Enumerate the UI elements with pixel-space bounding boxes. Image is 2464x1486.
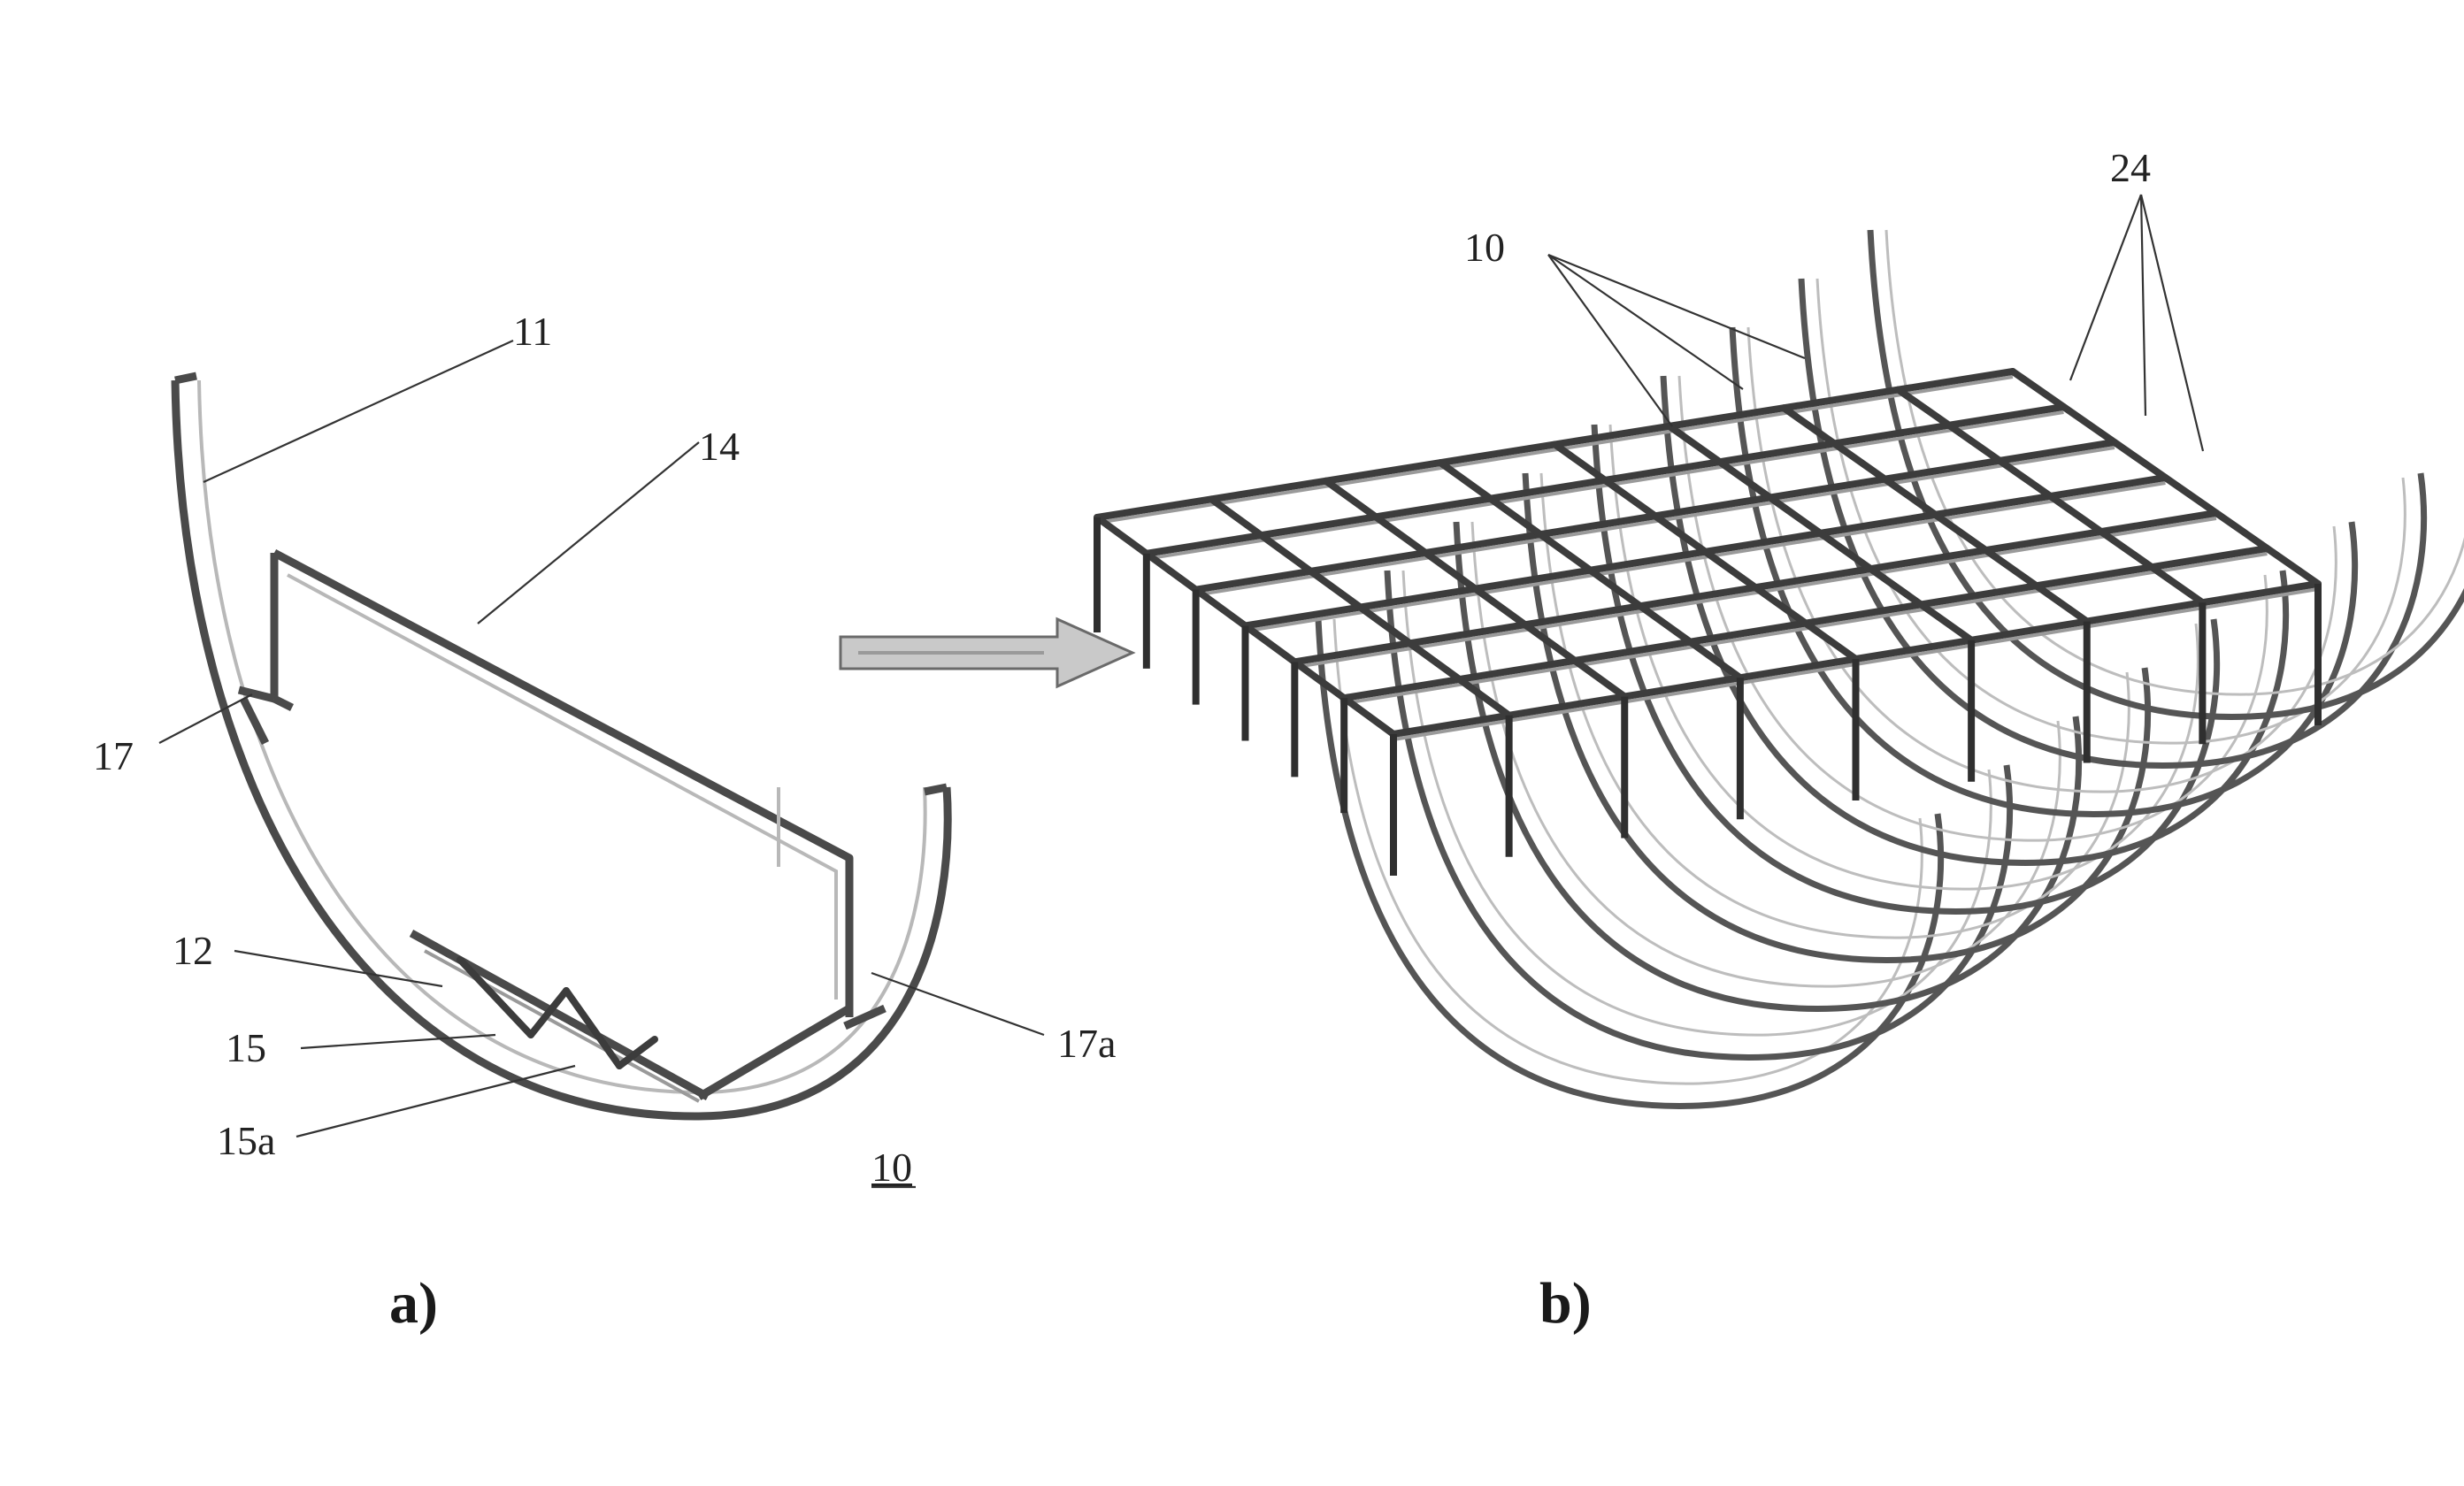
caption-b: b) — [1539, 1271, 1592, 1336]
leader-24-c — [2139, 194, 2205, 452]
hull-frame-rib — [1591, 424, 2221, 915]
leader-15 — [300, 1033, 496, 1050]
transverse-beam — [1665, 422, 1976, 644]
bracket-17 — [237, 686, 276, 746]
label-10-frames: 10 — [1464, 225, 1505, 270]
transverse-beam — [1894, 386, 2207, 607]
transverse-beam — [1437, 459, 1744, 682]
longitudinal-girder-highlight — [1343, 552, 2268, 706]
hull-frame-rib-highlight — [1815, 278, 2406, 745]
transition-arrow — [839, 617, 1136, 689]
hull-frame-11 — [171, 372, 952, 1121]
longitudinal-girder-highlight — [1294, 517, 2217, 670]
longitudinal-girder-highlight — [1245, 481, 2166, 633]
deck-grid — [1094, 368, 2322, 876]
leader-15a — [296, 1064, 576, 1138]
hull-frame-rib — [1660, 375, 2290, 866]
hull-frame — [1453, 521, 2083, 1012]
hull-frame-rib — [1453, 521, 2083, 1012]
panel-b: 10 24 b) — [1094, 145, 2464, 1336]
label-24-girders: 24 — [2110, 145, 2151, 190]
hull-frame — [1591, 424, 2221, 915]
label-11: 11 — [513, 309, 552, 354]
longitudinal-girder-highlight — [1195, 446, 2115, 597]
leader-24-b — [2139, 194, 2147, 417]
leader-10-c — [1547, 253, 1806, 360]
hull-frame-rib-highlight — [1608, 424, 2199, 891]
panel-a: 11 14 17 12 15 15a 17a 10 a) — [93, 309, 1116, 1336]
leader-12 — [234, 949, 443, 988]
transverse-beam — [1780, 404, 2091, 625]
leader-10-a — [1547, 254, 1673, 427]
hull-frame-rib — [1522, 472, 2152, 963]
transverse-beam — [1322, 477, 1629, 701]
hull-frame — [1660, 375, 2290, 866]
caption-a: a) — [389, 1271, 438, 1336]
transverse-beam — [1208, 495, 1513, 719]
label-14: 14 — [699, 424, 740, 469]
longitudinal-girder-highlight — [1096, 375, 2014, 525]
longitudinal-girder-highlight — [1146, 410, 2064, 561]
deck-plate-14 — [270, 549, 854, 1100]
hull-frame-rib — [1384, 570, 2014, 1061]
hull-frame — [1315, 618, 1945, 1109]
hull-frame-rib-highlight — [1470, 521, 2061, 988]
leader-17a — [871, 971, 1045, 1037]
hull-frame-rib-highlight — [1677, 375, 2268, 842]
hull-frame-rib-highlight — [1332, 618, 1923, 1085]
leader-14 — [477, 441, 700, 624]
label-10-assembly: 10 — [871, 1145, 912, 1190]
bottom-truss — [409, 930, 710, 1103]
label-12: 12 — [173, 928, 213, 973]
leader-24-a — [2069, 194, 2143, 381]
leader-11 — [203, 339, 514, 484]
leader-10-b — [1547, 254, 1744, 390]
label-15: 15 — [226, 1025, 266, 1070]
hull-frame-rib-highlight — [1539, 472, 2130, 939]
label-17a: 17a — [1057, 1021, 1116, 1066]
transverse-beam — [1551, 440, 1860, 663]
leader-17 — [158, 693, 253, 744]
bracket-17a — [843, 1004, 887, 1030]
hull-frames-10 — [1315, 229, 2464, 1109]
hull-frame-rib — [1867, 229, 2464, 720]
hull-frame-rib-highlight — [1401, 570, 1992, 1037]
hull-frame — [1384, 570, 2014, 1061]
label-17: 17 — [93, 733, 134, 778]
transverse-beam — [2009, 368, 2322, 587]
hull-frame — [1522, 472, 2152, 963]
label-15a: 15a — [217, 1118, 275, 1163]
hull-frame-rib — [1315, 618, 1945, 1109]
